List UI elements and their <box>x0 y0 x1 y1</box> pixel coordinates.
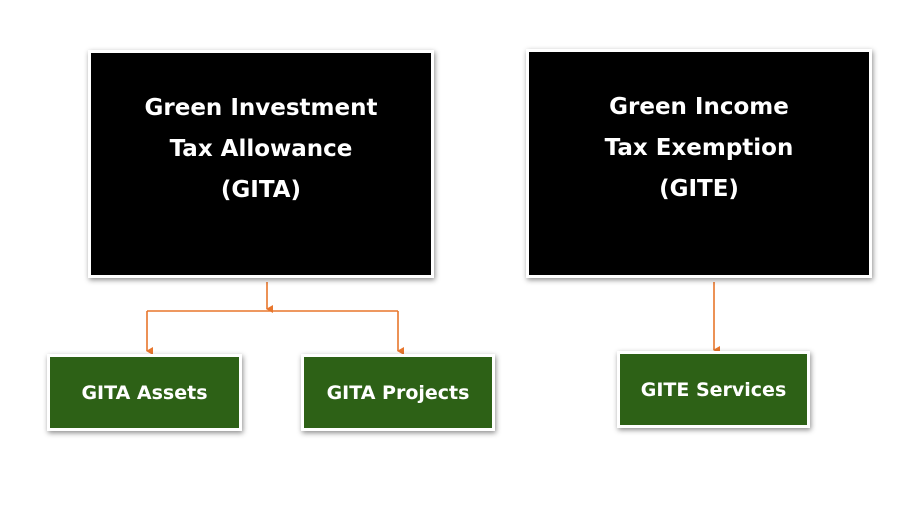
gita-title-line-1: Green Investment <box>144 94 378 121</box>
gita-assets-box: GITA Assets <box>47 354 242 431</box>
gita-box: Green Investment Tax Allowance (GITA) <box>88 50 434 278</box>
gita-assets-label: GITA Assets <box>81 381 208 404</box>
gite-box: Green Income Tax Exemption (GITE) <box>526 49 872 278</box>
gite-title-line-1: Green Income <box>609 94 789 120</box>
gite-title-line-2: Tax Exemption <box>604 135 794 161</box>
gita-title-line-3: (GITA) <box>220 176 302 203</box>
gite-services-label: GITE Services <box>640 378 787 401</box>
gite-title-line-3: (GITE) <box>659 176 739 202</box>
gite-services-box: GITE Services <box>617 351 810 428</box>
gita-projects-label: GITA Projects <box>326 381 470 404</box>
gita-title-line-2: Tax Allowance <box>169 135 353 162</box>
gita-projects-box: GITA Projects <box>301 354 495 431</box>
